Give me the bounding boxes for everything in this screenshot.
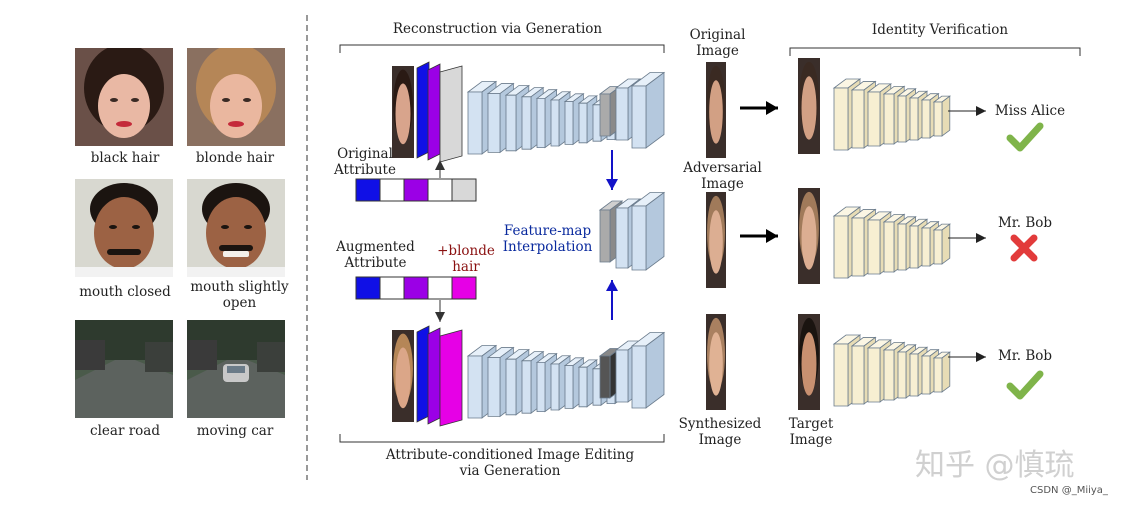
top-input-face bbox=[392, 66, 414, 158]
verif-net-2-cube-7 bbox=[932, 223, 951, 265]
label-mouth-closed: mouth closed bbox=[79, 284, 171, 300]
original-image bbox=[706, 62, 726, 158]
photo-mouth-closed bbox=[75, 179, 173, 277]
label-black-hair: black hair bbox=[90, 150, 160, 166]
check-icon-1 bbox=[1006, 122, 1044, 152]
result-3-name: Mr. Bob bbox=[997, 348, 1053, 364]
label-mouth-open: mouth slightly open bbox=[190, 279, 289, 311]
photo-mouth-open bbox=[187, 179, 285, 277]
recon-brace bbox=[339, 44, 665, 53]
adversarial-image-label: Adversarial Image bbox=[683, 160, 762, 192]
verif-net-3-cube-7 bbox=[932, 351, 951, 393]
photo-moving-car bbox=[187, 320, 285, 418]
target-face bbox=[798, 314, 820, 410]
arrow-original bbox=[740, 101, 778, 115]
interp-label: Feature-map Interpolation bbox=[502, 223, 593, 255]
mid-cube-2 bbox=[630, 191, 666, 271]
top-slab-purple bbox=[427, 63, 441, 161]
mid-cube-1 bbox=[614, 198, 642, 269]
arrow-result-3 bbox=[948, 352, 986, 362]
down-blue-arrow bbox=[606, 150, 618, 190]
synthesized-image-label: Synthesized Image bbox=[678, 416, 762, 448]
bottom-slab-magenta bbox=[439, 329, 463, 427]
photo-black-hair bbox=[75, 48, 173, 146]
verification-title: Identity Verification bbox=[871, 22, 1009, 38]
verif-net-2 bbox=[832, 206, 951, 279]
bottom-title: Attribute-conditioned Image Editing via … bbox=[385, 447, 635, 479]
top-slab-gray bbox=[439, 65, 463, 163]
bottom-cube-dec-2 bbox=[630, 331, 666, 409]
arrow-result-1 bbox=[948, 106, 986, 116]
verification-brace bbox=[789, 47, 1081, 56]
original-attribute-bar bbox=[355, 178, 477, 202]
result-1-name: Miss Alice bbox=[994, 103, 1066, 119]
bottom-attr-arrow bbox=[435, 300, 445, 322]
photo-clear-road bbox=[75, 320, 173, 418]
label-blonde-hair: blonde hair bbox=[195, 150, 275, 166]
bottom-slab-blue bbox=[416, 325, 430, 423]
cross-icon-2 bbox=[1010, 234, 1038, 262]
top-cube-dec-2 bbox=[630, 71, 666, 149]
label-clear-road: clear road bbox=[90, 423, 160, 439]
verif-net-3 bbox=[832, 334, 951, 407]
label-moving-car: moving car bbox=[196, 423, 274, 439]
arrow-result-2 bbox=[948, 233, 986, 243]
verif-net-1 bbox=[832, 78, 951, 151]
up-blue-arrow bbox=[606, 280, 618, 320]
top-slab-blue bbox=[416, 61, 430, 159]
check-icon-3 bbox=[1006, 370, 1044, 400]
adversarial-image bbox=[706, 192, 726, 288]
verif-net-1-cube-7 bbox=[932, 95, 951, 137]
result-2-name: Mr. Bob bbox=[997, 215, 1053, 231]
augmented-attribute-label: Augmented Attribute bbox=[336, 239, 415, 271]
zhihu-watermark: 知乎 @慎琉 bbox=[915, 448, 1075, 483]
top-attr-arrow bbox=[435, 160, 445, 178]
verif-face-1 bbox=[798, 58, 820, 154]
arrow-adversarial bbox=[740, 229, 778, 243]
synthesized-image bbox=[706, 314, 726, 410]
csdn-watermark: CSDN @_Miiya_ bbox=[1030, 485, 1108, 496]
photo-blonde-hair bbox=[187, 48, 285, 146]
target-image-label: Target Image bbox=[788, 416, 834, 448]
recon-title: Reconstruction via Generation bbox=[392, 21, 603, 37]
plus-blonde-label: +blonde hair bbox=[437, 243, 495, 275]
bottom-brace bbox=[339, 434, 665, 443]
augmented-attribute-bar bbox=[355, 276, 477, 300]
original-attribute-label: Original Attribute bbox=[334, 146, 396, 178]
original-image-label: Original Image bbox=[689, 27, 746, 59]
verif-face-2 bbox=[798, 188, 820, 284]
bottom-input-face bbox=[392, 330, 414, 422]
bottom-slab-purple bbox=[427, 327, 441, 425]
